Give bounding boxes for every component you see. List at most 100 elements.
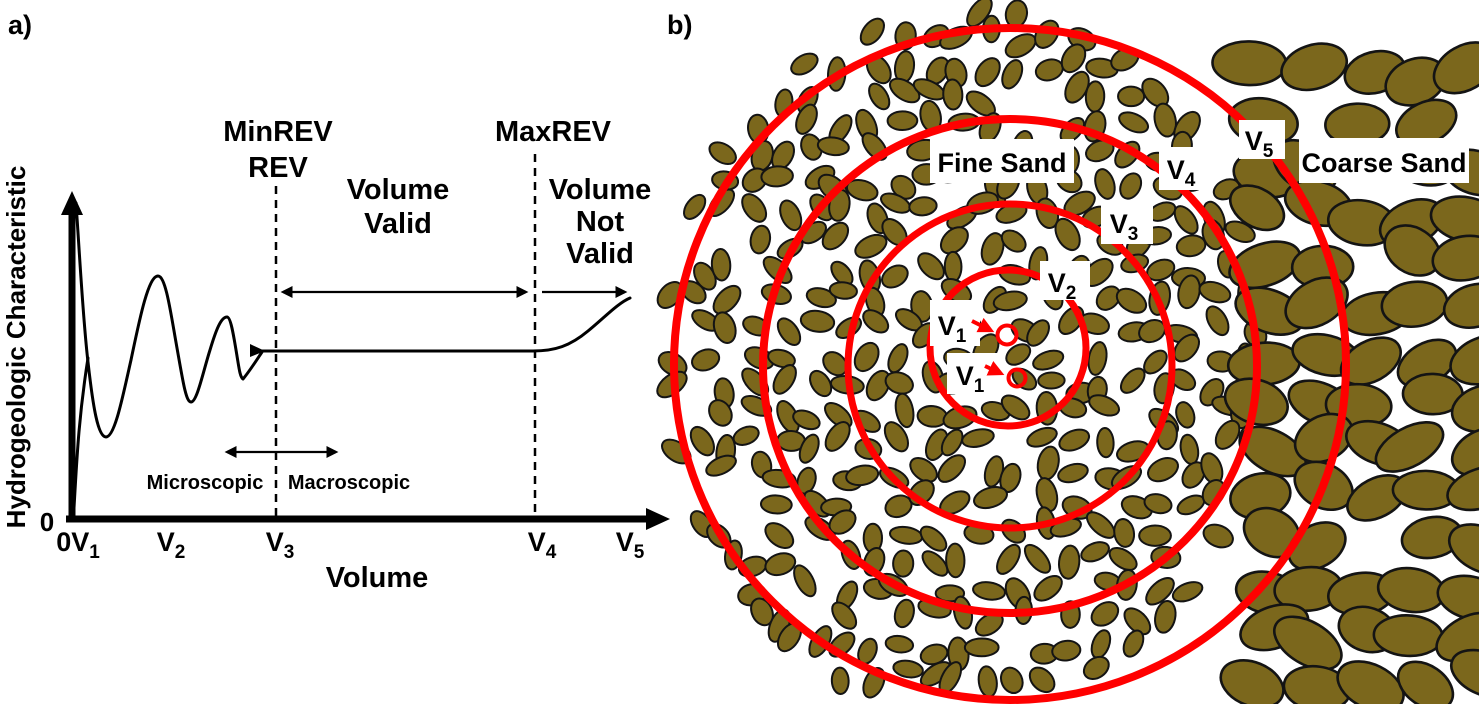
sand-grain <box>809 369 833 398</box>
y-axis-label: Hydrogeologic Characteristic <box>1 166 31 529</box>
sand-grain <box>708 399 733 427</box>
x-axis-arrowhead-icon <box>646 508 670 530</box>
sand-grain <box>798 433 820 464</box>
sand-grain <box>1058 428 1091 452</box>
y-zero-label: 0 <box>40 507 54 537</box>
sand-grain <box>1173 333 1201 363</box>
sand-grain <box>776 317 802 347</box>
volume-circle-v1a <box>995 323 1019 347</box>
microscopic-label: Microscopic <box>147 472 264 494</box>
min-rev-label: MinREV <box>223 116 333 148</box>
v2-label-box <box>1040 261 1090 300</box>
sand-grain <box>1080 541 1110 563</box>
sand-grain <box>792 409 821 431</box>
sand-grain <box>1090 629 1112 659</box>
v1b-label: V1 <box>956 361 985 397</box>
sand-grain <box>1026 319 1050 347</box>
sand-grain <box>764 552 797 577</box>
fine-sand-label-box <box>930 139 1074 183</box>
volume-not-valid-label-line3: Valid <box>566 238 634 270</box>
v5-label-box <box>1239 120 1285 159</box>
sand-grain <box>974 57 1001 88</box>
x-tick-0v1: 0V1 <box>56 527 100 563</box>
v4-label: V4 <box>1167 155 1196 191</box>
sand-grain <box>1033 575 1063 602</box>
sand-grain <box>828 281 858 300</box>
sand-grain <box>712 284 742 315</box>
sand-grain <box>779 199 803 232</box>
sand-grain <box>1108 546 1138 571</box>
sand-grain <box>691 348 721 372</box>
sand-grain <box>1117 85 1146 108</box>
sand-grain <box>732 425 760 446</box>
sand-grain <box>1336 660 1405 704</box>
sand-grain <box>889 525 924 545</box>
sand-grain <box>996 543 1021 575</box>
sand-grain <box>795 103 818 135</box>
sand-grain <box>1123 607 1152 636</box>
sand-grain <box>845 178 879 202</box>
sand-grain <box>1095 285 1121 311</box>
x-tick-v4: V4 <box>528 527 557 563</box>
sand-grain <box>772 364 797 395</box>
sand-grain <box>822 351 848 377</box>
sand-grain <box>1374 421 1445 473</box>
volume-circle-v1b <box>1006 367 1028 389</box>
sand-grain <box>1211 40 1288 87</box>
x-tick-v3: V3 <box>266 527 295 563</box>
sand-grain <box>1205 305 1230 337</box>
macroscopic-label: Macroscopic <box>288 472 410 494</box>
sand-grain <box>1175 401 1196 429</box>
sand-grain <box>708 141 737 166</box>
sand-grain <box>1028 666 1056 694</box>
sand-grain <box>1115 287 1148 314</box>
volume-valid-label-line2: Valid <box>364 208 432 240</box>
sand-grain <box>881 264 909 289</box>
panel-b: b) Fine Sand Coarse Sand V1 V1 V2 V3 V4 … <box>656 0 1479 704</box>
sand-grain <box>1177 274 1201 310</box>
sand-grain <box>854 233 888 259</box>
sand-grain <box>919 525 948 552</box>
sand-grain <box>845 464 880 487</box>
sand-grain <box>790 52 819 76</box>
sand-grain <box>859 17 885 46</box>
sand-grain <box>961 428 995 448</box>
sand-grain <box>1173 205 1199 235</box>
sand-grain <box>1054 217 1081 252</box>
sand-grain <box>750 597 774 627</box>
sand-grain <box>1273 615 1343 671</box>
sand-grain <box>830 666 850 695</box>
sand-grain <box>853 341 880 373</box>
sand-grain <box>831 601 858 630</box>
v4-label-box <box>1159 147 1209 190</box>
y-axis-arrowhead-icon <box>61 191 83 215</box>
sand-grain <box>1154 600 1177 634</box>
sand-grain <box>1202 523 1234 549</box>
v1a-label: V1 <box>938 311 967 347</box>
sand-grain <box>759 494 793 515</box>
sand-grain <box>1145 577 1175 606</box>
sand-grain <box>980 232 1005 266</box>
v2-label: V2 <box>1048 268 1077 304</box>
sand-grain <box>1376 566 1446 614</box>
sand-grain <box>1023 543 1052 574</box>
volume-circle-v2 <box>926 266 1090 430</box>
sand-grain <box>1082 655 1110 681</box>
sand-grain <box>1138 524 1172 547</box>
sand-grain <box>1224 220 1256 244</box>
sand-grain <box>1431 234 1479 282</box>
sand-grain <box>992 290 1028 312</box>
sand-grain <box>1088 394 1121 417</box>
rev-label: REV <box>248 152 308 184</box>
curve-junction-arrowhead-icon <box>250 344 265 357</box>
sand-grain <box>767 348 796 369</box>
sand-grain <box>1179 433 1200 465</box>
sand-grain <box>1037 371 1066 390</box>
volume-circle-v3 <box>844 200 1176 532</box>
sand-grain <box>889 77 921 104</box>
sand-grain <box>1060 43 1087 74</box>
volume-not-valid-label-line1: Volume <box>549 174 652 206</box>
v3-label-box <box>1101 201 1153 244</box>
x-axis-title: Volume <box>326 562 429 594</box>
